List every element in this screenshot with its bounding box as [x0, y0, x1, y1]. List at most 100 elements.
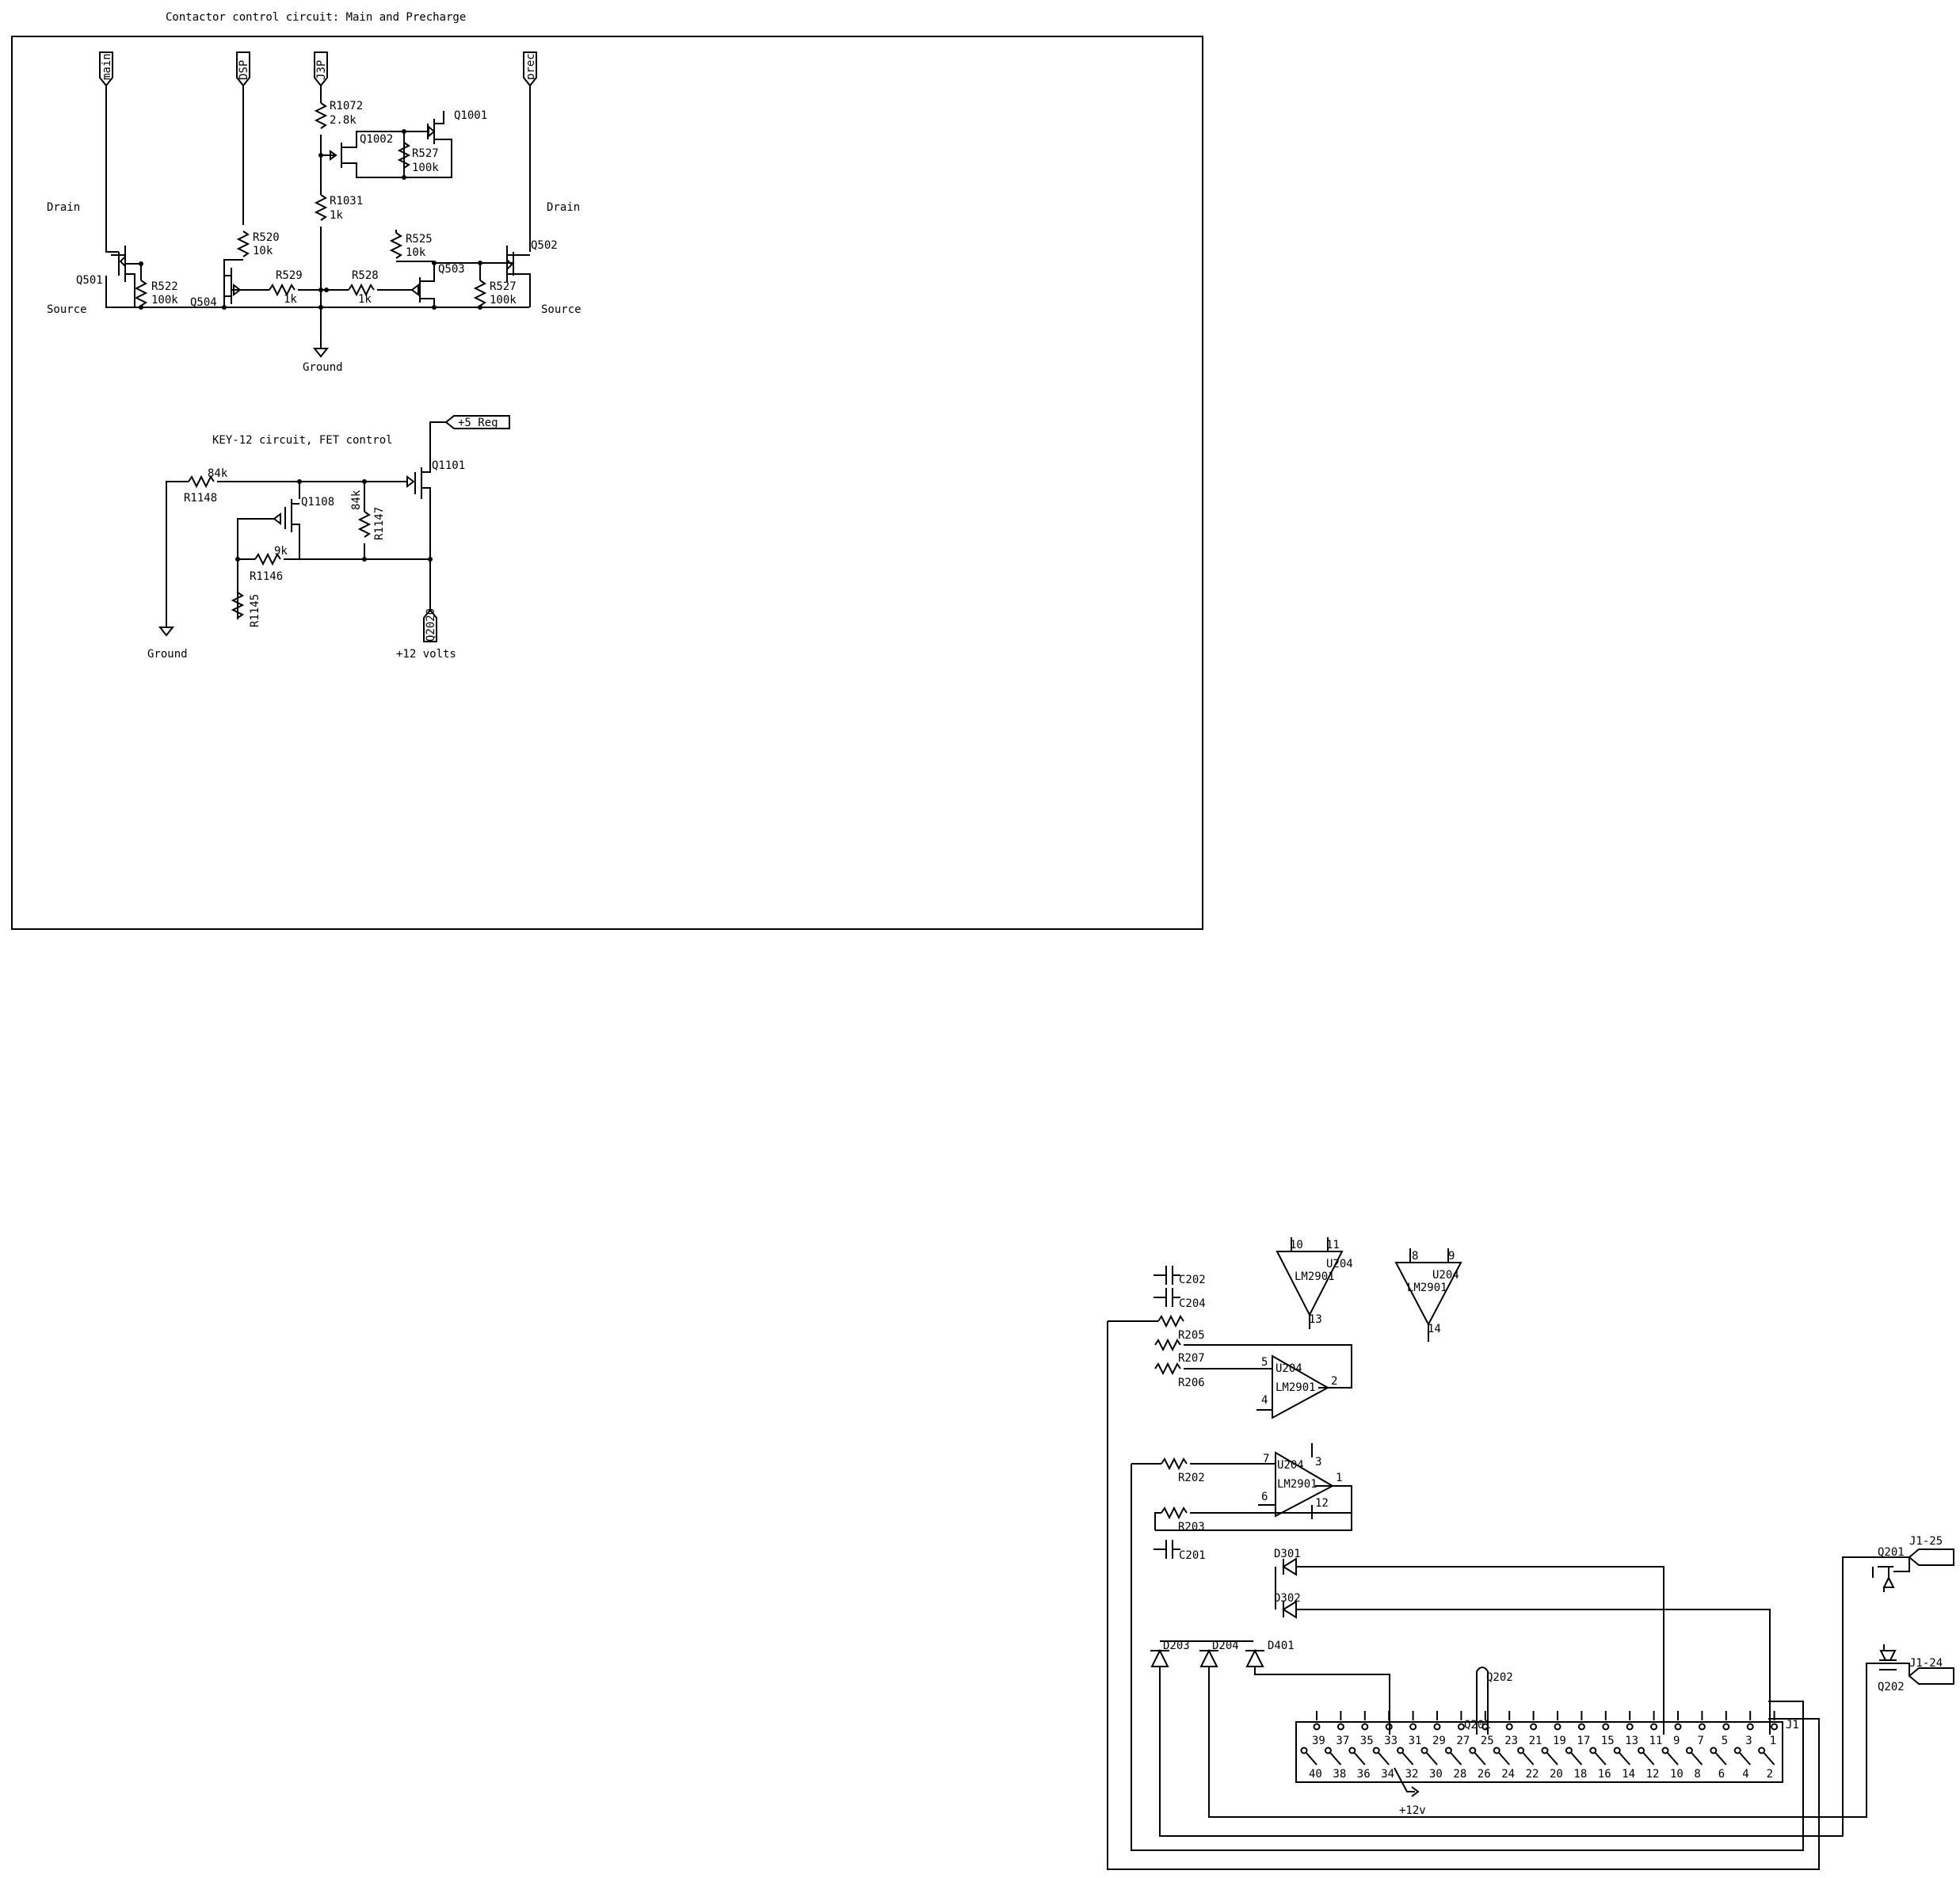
svg-text:D401: D401 — [1268, 1640, 1295, 1652]
pin-link-27 — [1449, 1751, 1462, 1766]
port-j1-25: J1-25 — [1908, 1535, 1954, 1566]
pin-label-4: 4 — [1742, 1768, 1748, 1781]
opamp-u204-c: 5 4 2 U204 LM2901 — [1256, 1354, 1352, 1419]
svg-text:1k: 1k — [330, 209, 343, 222]
pin-link-21 — [1521, 1751, 1535, 1766]
svg-text:Q503: Q503 — [438, 263, 465, 276]
supply-label-key: +12 volts — [396, 648, 456, 661]
pin-dot-25 — [1481, 1723, 1489, 1731]
svg-text:LM2901: LM2901 — [1277, 1478, 1317, 1491]
resistor-r528: R528 1k — [326, 269, 412, 306]
svg-text:D203: D203 — [1163, 1640, 1190, 1652]
ground-symbol-top: Ground — [303, 307, 343, 374]
svg-text:R1031: R1031 — [330, 195, 363, 208]
resistor-r205: R205 — [1108, 1316, 1205, 1342]
svg-text:R1148: R1148 — [184, 492, 217, 505]
pin-dot-17 — [1577, 1723, 1585, 1731]
svg-text:D301: D301 — [1274, 1548, 1301, 1560]
svg-text:Q1002: Q1002 — [360, 133, 393, 146]
pin-dot-9 — [1674, 1723, 1682, 1731]
pin-dot-10 — [1661, 1747, 1669, 1754]
svg-text:DSP: DSP — [238, 60, 250, 80]
svg-text:R206: R206 — [1178, 1377, 1205, 1389]
pin-label-29: 29 — [1432, 1735, 1446, 1747]
svg-text:J1: J1 — [1786, 1719, 1799, 1731]
pin-label-6: 6 — [1718, 1768, 1725, 1781]
pin-label-16: 16 — [1598, 1768, 1611, 1781]
resistor-r525: R525 10k — [391, 230, 434, 262]
svg-text:+12v: +12v — [1399, 1804, 1426, 1817]
svg-text:R528: R528 — [352, 269, 379, 282]
resistor-r1147: 84k R1147 — [350, 482, 386, 559]
pin-dot-21 — [1530, 1723, 1538, 1731]
svg-text:R527: R527 — [412, 147, 439, 160]
pin-label-38: 38 — [1333, 1768, 1346, 1781]
pin-dot-27 — [1457, 1723, 1465, 1731]
pin-dot-8 — [1685, 1747, 1693, 1754]
pin-dot-38 — [1324, 1747, 1332, 1754]
pin-label-37: 37 — [1336, 1735, 1349, 1747]
svg-text:U204: U204 — [1276, 1362, 1302, 1375]
pin-dot-39 — [1313, 1723, 1321, 1731]
svg-text:R527: R527 — [490, 280, 517, 293]
pin-label-8: 8 — [1694, 1768, 1700, 1781]
pin-link-29 — [1425, 1751, 1438, 1766]
pin-label-28: 28 — [1453, 1768, 1466, 1781]
svg-text:U204: U204 — [1277, 1459, 1304, 1472]
resistor-r1145: R1145 — [232, 592, 261, 627]
svg-text:J1-24: J1-24 — [1909, 1657, 1943, 1670]
source-rail — [105, 276, 529, 308]
resistor-r527-upper: R527 100k — [398, 131, 439, 174]
connector-j1-25-loop: Q201 Q202 — [1464, 1667, 1513, 1735]
transistor-q202: Q202 — [1878, 1644, 1910, 1693]
diode-d301: D301 — [1274, 1548, 1664, 1735]
transistor-q504: Q504 — [190, 268, 269, 309]
svg-text:Q202: Q202 — [1878, 1681, 1905, 1693]
pin-dot-1 — [1771, 1723, 1779, 1731]
pin-link-7 — [1690, 1751, 1703, 1766]
diagram-title: Contactor control circuit: Main and Prec… — [166, 11, 466, 24]
svg-text:D204: D204 — [1212, 1640, 1239, 1652]
pin-label-11: 11 — [1649, 1735, 1663, 1747]
pin-label-33: 33 — [1384, 1735, 1398, 1747]
svg-text:R525: R525 — [406, 233, 433, 246]
pin-label-30: 30 — [1429, 1768, 1443, 1781]
pin-dot-26 — [1469, 1747, 1477, 1754]
svg-text:12: 12 — [1315, 1497, 1329, 1510]
svg-text:84k: 84k — [350, 489, 363, 510]
svg-text:Q1108: Q1108 — [301, 496, 334, 509]
pin-link-35 — [1353, 1751, 1366, 1766]
resistor-r522: R522 100k — [135, 264, 178, 309]
pin-dot-30 — [1420, 1747, 1428, 1754]
pin-link-3 — [1738, 1751, 1751, 1766]
pin-dot-12 — [1638, 1747, 1645, 1754]
transistor-q1002: Q1002 — [330, 131, 405, 178]
pin-label-20: 20 — [1550, 1768, 1563, 1781]
transistor-q201: Q201 — [1872, 1546, 1910, 1592]
svg-text:1: 1 — [1336, 1472, 1342, 1484]
svg-text:11: 11 — [1326, 1239, 1340, 1251]
source-label-left: Source — [47, 303, 87, 316]
svg-text:Q2020: Q2020 — [425, 608, 437, 642]
svg-text:10k: 10k — [253, 245, 273, 257]
pin-dot-23 — [1505, 1723, 1513, 1731]
opamp-u204-b: 8 9 14 U204 LM2901 — [1394, 1248, 1462, 1342]
pin-label-5: 5 — [1722, 1735, 1728, 1747]
pin-dot-5 — [1722, 1723, 1730, 1731]
pin-label-40: 40 — [1309, 1768, 1322, 1781]
svg-text:10k: 10k — [406, 246, 426, 259]
pin-link-9 — [1666, 1751, 1679, 1766]
port-main: main — [99, 51, 113, 87]
pin-dot-29 — [1433, 1723, 1441, 1731]
supply-plus12v: +12v — [1394, 1767, 1426, 1817]
drain-label-left: Drain — [47, 201, 80, 214]
transistor-q503: Q503 — [410, 263, 465, 307]
pin-dot-32 — [1397, 1747, 1405, 1754]
resistor-r1148: 84k R1148 — [184, 467, 407, 505]
pin-label-2: 2 — [1767, 1768, 1773, 1781]
pin-label-9: 9 — [1673, 1735, 1680, 1747]
pin-dot-18 — [1565, 1747, 1573, 1754]
svg-text:9: 9 — [1448, 1250, 1455, 1263]
